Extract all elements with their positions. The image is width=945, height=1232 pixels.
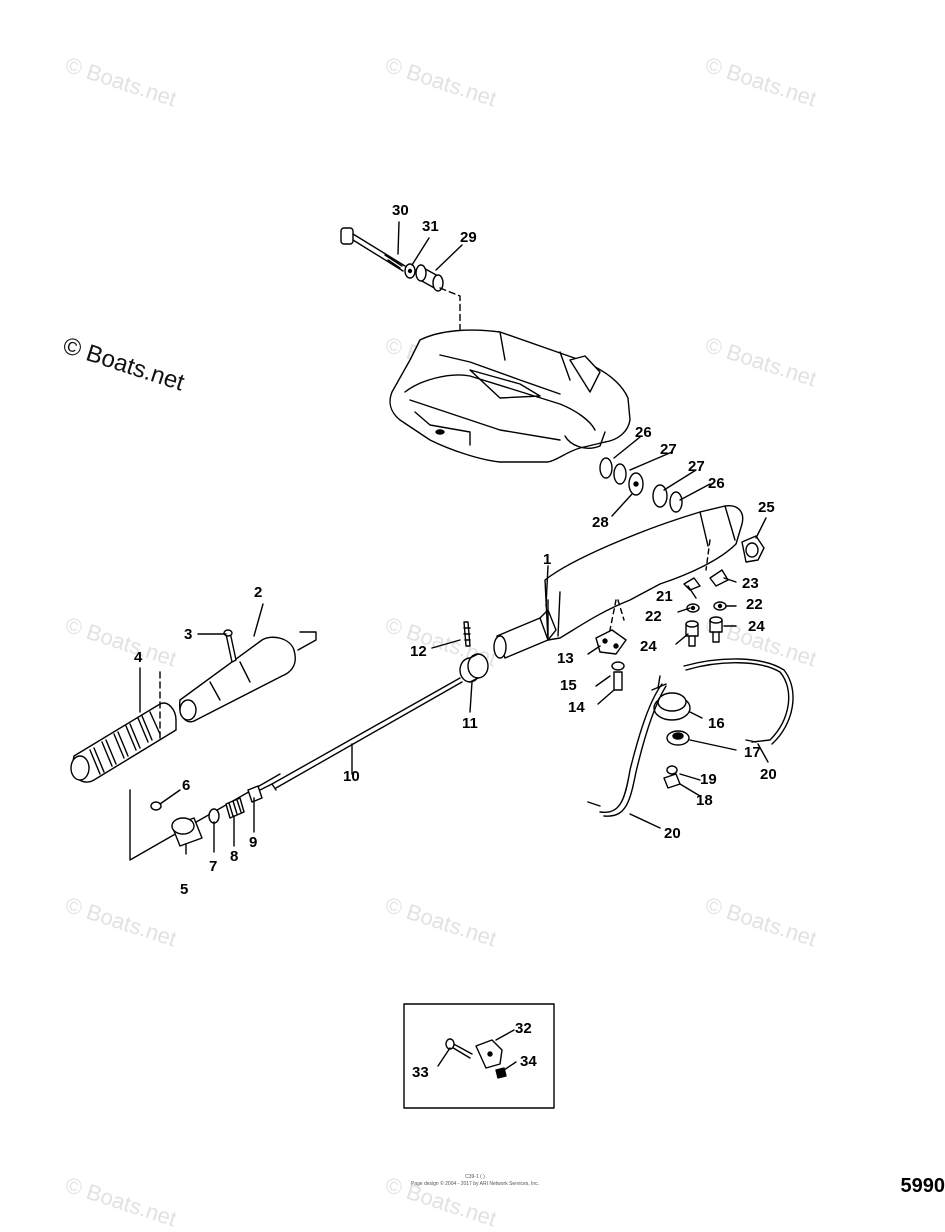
footer-line-2: Page design © 2004 - 2017 by ARI Network… (380, 1181, 570, 1188)
label-8: 8 (230, 848, 238, 865)
label-1: 1 (543, 551, 551, 568)
label-26: 26 (708, 475, 725, 492)
label-25: 25 (758, 499, 775, 516)
nut-9 (248, 786, 262, 802)
label-12: 12 (410, 643, 427, 660)
gear-11 (460, 654, 488, 682)
sleeve-5 (172, 818, 202, 846)
nut-25 (742, 536, 764, 562)
figure-number: 5990 (901, 1175, 945, 1198)
spring-8 (226, 798, 244, 818)
plate-13 (596, 630, 626, 654)
nut-17 (667, 731, 689, 745)
label-27: 27 (660, 441, 677, 458)
label-23: 23 (742, 575, 759, 592)
label-31: 31 (422, 218, 439, 235)
label-29: 29 (460, 229, 477, 246)
washer-31 (405, 264, 415, 278)
label-2: 2 (254, 584, 262, 601)
label-6: 6 (182, 777, 190, 794)
washer-26 (600, 458, 612, 478)
label-5: 5 (180, 881, 188, 898)
label-13: 13 (557, 650, 574, 667)
washer-28 (629, 473, 643, 495)
label-11: 11 (462, 715, 478, 732)
label-24: 24 (640, 638, 657, 655)
label-28: 28 (592, 514, 609, 531)
pin-12 (464, 622, 470, 646)
clip-21 (684, 578, 700, 590)
label-21: 21 (656, 588, 673, 605)
throttle-cover-2 (180, 637, 296, 722)
label-4: 4 (134, 649, 143, 666)
bushing-29 (416, 265, 443, 291)
label-22: 22 (746, 596, 763, 613)
label-15: 15 (560, 677, 577, 694)
label-27: 27 (688, 458, 705, 475)
throttle-shaft-10 (260, 678, 462, 790)
label-20: 20 (664, 825, 681, 842)
label-30: 30 (392, 202, 409, 219)
label-10: 10 (343, 768, 360, 785)
label-34: 34 (520, 1053, 537, 1070)
washer-7 (209, 809, 219, 823)
clamp-32 (476, 1040, 502, 1068)
label-24: 24 (748, 618, 765, 635)
label-16: 16 (708, 715, 725, 732)
label-14: 14 (568, 699, 585, 716)
screw-3 (224, 630, 236, 662)
label-26: 26 (635, 424, 652, 441)
footer-credit: C39-1 ( ) Page design © 2004 - 2017 by A… (380, 1174, 570, 1188)
parts-diagram: © Boats.net © Boats.net © Boats.net © Bo… (0, 0, 945, 1200)
screw-6 (151, 802, 161, 810)
screw-24b (710, 617, 722, 642)
label-22: 22 (645, 608, 662, 625)
stop-switch-16 (652, 676, 690, 720)
label-3: 3 (184, 626, 192, 643)
label-18: 18 (696, 792, 713, 809)
bolt-30 (341, 228, 405, 271)
screw-14 (614, 672, 622, 690)
label-20: 20 (760, 766, 777, 783)
nut-18 (664, 774, 680, 788)
label-33: 33 (412, 1064, 429, 1081)
label-9: 9 (249, 834, 257, 851)
label-17: 17 (744, 744, 761, 761)
label-19: 19 (700, 771, 717, 788)
washer-27 (614, 464, 626, 484)
footer-line-1: C39-1 ( ) (380, 1174, 570, 1181)
label-7: 7 (209, 858, 217, 875)
diagram-drawing: 30 31 29 26 27 27 26 28 25 1 23 21 22 22… (0, 0, 945, 1200)
washer-27b (653, 485, 667, 507)
washer-19 (667, 766, 677, 774)
washer-15 (612, 662, 624, 670)
label-32: 32 (515, 1020, 532, 1037)
washer-22b (714, 602, 726, 610)
washer-26b (670, 492, 682, 512)
steering-bracket (390, 330, 630, 462)
